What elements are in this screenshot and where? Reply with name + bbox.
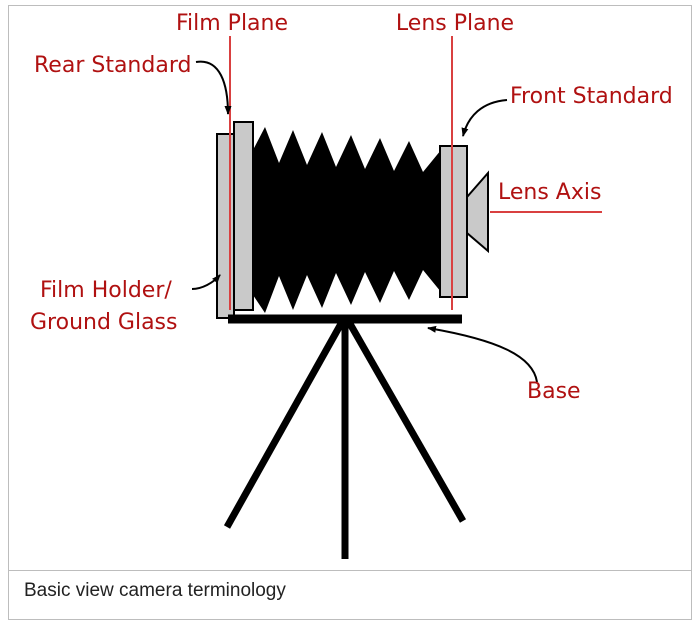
film-holder-arrow bbox=[191, 274, 221, 290]
film-holder-label-line1: Film Holder/ bbox=[40, 278, 172, 303]
front-standard-shape bbox=[439, 145, 468, 298]
rear-standard-shape bbox=[233, 121, 254, 311]
tripod-leg-right bbox=[345, 320, 467, 523]
rear-standard-arrow bbox=[195, 60, 232, 115]
figure-caption: Basic view camera terminology bbox=[24, 580, 286, 601]
lens-cone-shape bbox=[466, 170, 489, 254]
bellows-shape bbox=[253, 127, 441, 313]
tripod-leg-left bbox=[223, 320, 346, 529]
film-plane-label: Film Plane bbox=[176, 11, 288, 36]
lens-axis-label: Lens Axis bbox=[498, 180, 601, 205]
base-label: Base bbox=[527, 379, 581, 404]
front-standard-label: Front Standard bbox=[510, 84, 673, 109]
film-holder-shape bbox=[216, 133, 235, 319]
rear-standard-label: Rear Standard bbox=[34, 53, 191, 78]
image-border bbox=[8, 5, 692, 620]
base-arrow bbox=[427, 325, 538, 383]
film-holder-label-line2: Ground Glass bbox=[30, 310, 177, 335]
lens-plane-label: Lens Plane bbox=[396, 11, 514, 36]
front-standard-arrow bbox=[461, 99, 508, 137]
